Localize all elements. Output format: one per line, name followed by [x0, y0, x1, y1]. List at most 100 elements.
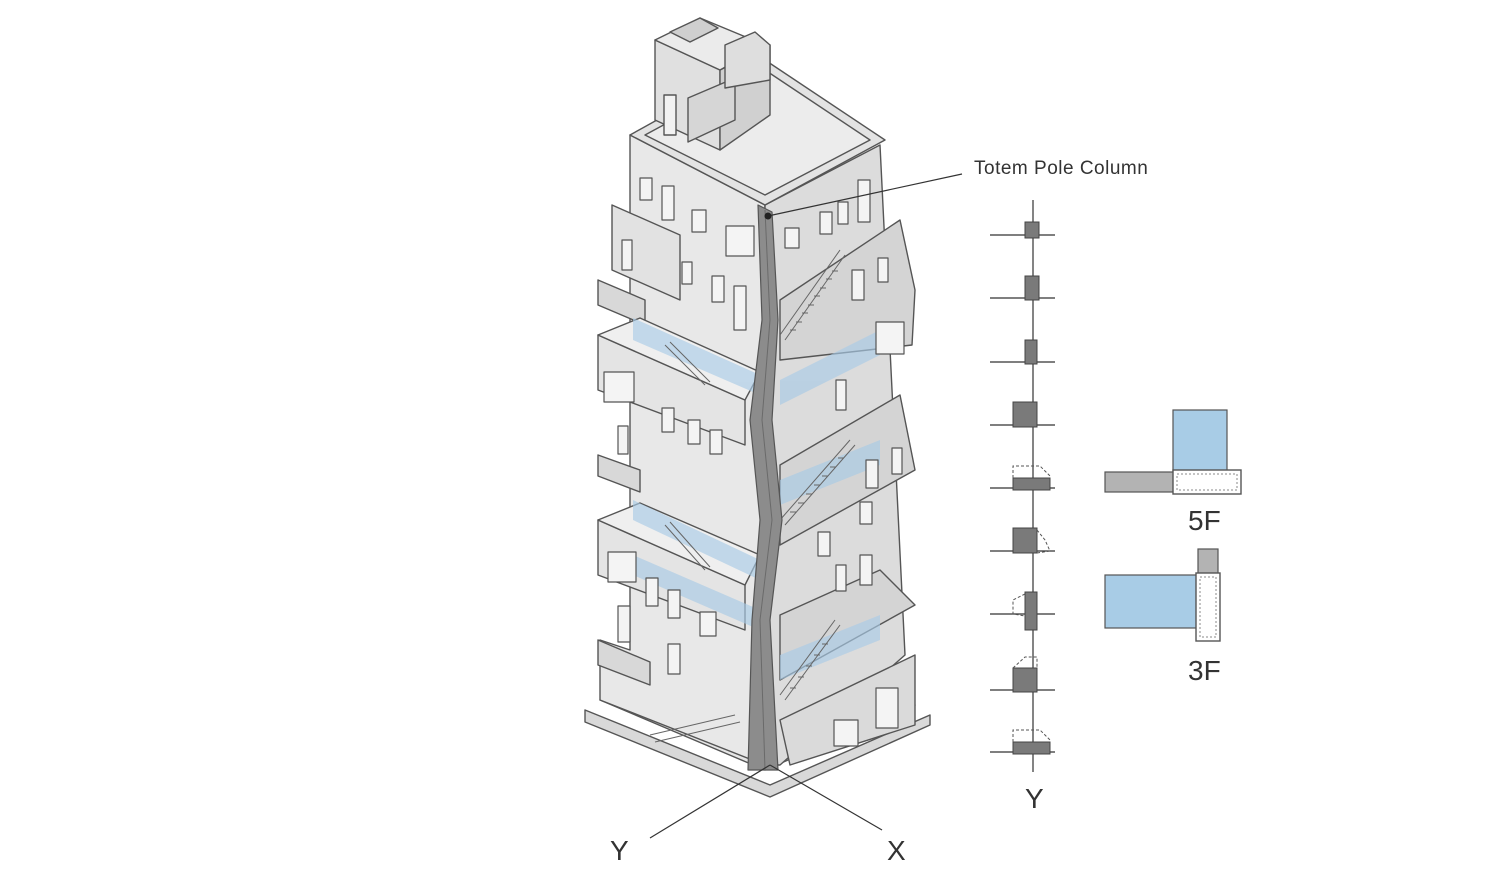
detail-5f: 5F: [1104, 409, 1242, 536]
blue-slab-4: [633, 500, 760, 580]
stair-left-mid: [664, 521, 711, 571]
detail-5f-label: 5F: [1188, 505, 1221, 536]
blue-slab-5: [633, 555, 760, 630]
window: [875, 687, 899, 729]
column-section-block: [1012, 477, 1051, 491]
window: [817, 531, 831, 557]
box-left-4: [597, 454, 641, 493]
column-section-block: [1024, 221, 1040, 239]
window: [681, 261, 693, 285]
window: [875, 321, 905, 355]
blue-slab-6: [780, 615, 880, 680]
window: [607, 551, 637, 583]
column-section-block: [1012, 667, 1038, 693]
window: [687, 419, 701, 445]
box-right-4: [779, 654, 916, 766]
detail-5f-column-inner: [1176, 473, 1238, 491]
window: [621, 239, 633, 271]
stair-right-upper: [779, 249, 846, 341]
base-plinth: [584, 709, 931, 798]
detail-3f: 3F: [1104, 548, 1221, 686]
window: [859, 554, 873, 586]
window: [833, 719, 859, 747]
x-axis-label: X: [887, 835, 906, 866]
stair-right-lower: [779, 619, 841, 701]
dashed-outline: [1012, 656, 1038, 669]
window: [865, 459, 879, 489]
blue-slab-3: [780, 440, 880, 505]
stair-ground: [649, 714, 741, 743]
column-section-block: [1012, 741, 1051, 755]
callout: Totem Pole Column: [764, 158, 1148, 220]
window: [603, 371, 635, 403]
penthouse-chimney: [669, 17, 719, 43]
window: [835, 379, 847, 411]
window: [639, 177, 653, 201]
callout-leader: [767, 173, 963, 217]
detail-5f-blue-room: [1172, 409, 1228, 473]
box-left-6: [597, 639, 651, 686]
penthouse-door: [663, 94, 677, 136]
penthouse-box: [687, 77, 736, 143]
column-section-block: [1012, 401, 1038, 428]
column-section-block: [1024, 275, 1040, 301]
blue-slabs: [633, 318, 880, 680]
box-left-1: [611, 204, 681, 301]
dashed-outline: [1012, 593, 1026, 617]
window: [835, 564, 847, 592]
callout-dot: [764, 212, 772, 220]
window: [857, 179, 871, 223]
detail-3f-blue-room: [1104, 574, 1199, 629]
column-section-block: [1024, 591, 1038, 631]
column-section-block: [1024, 339, 1038, 365]
detail-3f-label: 3F: [1188, 655, 1221, 686]
x-axis-line: [769, 764, 883, 831]
window: [617, 605, 631, 643]
window: [645, 577, 659, 607]
window: [733, 285, 747, 331]
axes: [649, 764, 883, 839]
window: [837, 201, 849, 225]
window: [667, 589, 681, 619]
column-section-block: [1012, 527, 1038, 554]
window: [891, 447, 903, 475]
window: [691, 209, 707, 233]
detail-5f-grey-wall: [1104, 471, 1176, 493]
section-diagram: Y: [990, 200, 1055, 814]
window: [661, 407, 675, 433]
window: [877, 257, 889, 283]
window: [725, 225, 755, 257]
building-axonometric: [584, 17, 931, 798]
stair-left-upper: [664, 341, 711, 386]
window: [859, 501, 873, 525]
y-axis-line: [649, 764, 771, 839]
window: [709, 429, 723, 455]
window: [699, 611, 717, 637]
windows-left: [603, 177, 755, 675]
window: [667, 643, 681, 675]
section-column-blocks: [1012, 221, 1051, 755]
window: [661, 185, 675, 221]
dashed-outline: [1036, 529, 1051, 554]
blue-slab-2: [780, 330, 880, 405]
rooftop-box: [724, 31, 771, 89]
totem-pole-column-edge: [759, 209, 773, 771]
window: [851, 269, 865, 301]
section-axis-label: Y: [1025, 783, 1044, 814]
stairs: [649, 249, 856, 743]
dashed-outline: [1012, 729, 1051, 742]
windows-right: [784, 179, 905, 747]
detail-3f-grey-wall: [1197, 548, 1219, 576]
detail-3f-column-inner: [1199, 576, 1217, 638]
blue-slab-1: [633, 318, 760, 395]
section-dashed-outlines: [1012, 465, 1051, 742]
callout-label: Totem Pole Column: [974, 158, 1148, 179]
window: [711, 275, 725, 303]
window: [819, 211, 833, 235]
stair-right-mid: [779, 439, 856, 526]
y-axis-label: Y: [610, 835, 629, 866]
dashed-outline: [1012, 465, 1051, 478]
window: [617, 425, 629, 455]
window: [784, 227, 800, 249]
